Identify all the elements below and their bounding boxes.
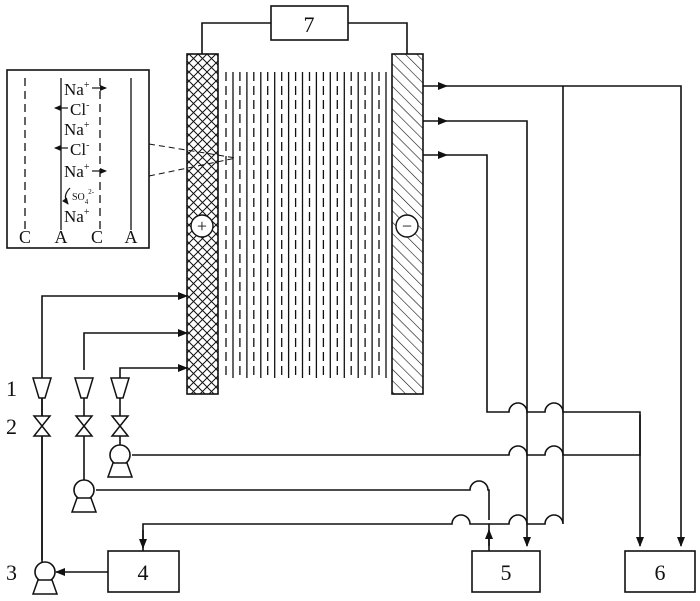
valve-column-1	[31, 377, 59, 595]
inset-detail: C A C A Na+ Cl- Na+ Cl- Na+ SO42- Na+	[6, 69, 237, 249]
label-1: 1	[6, 376, 17, 401]
feed-pipe-1	[41, 292, 188, 560]
label-7: 7	[304, 12, 315, 37]
inset-frame	[6, 69, 150, 249]
ion-na-4: Na+	[64, 207, 90, 226]
ion-sulfate: SO42-	[72, 188, 95, 206]
pump-icon-3	[34, 561, 56, 583]
outlet-pipe-3	[447, 154, 644, 547]
power-supply-7: 7	[201, 5, 408, 54]
ion-na-1: Na+	[64, 80, 90, 99]
membrane-stack	[225, 72, 387, 378]
plus-sign: +	[197, 216, 207, 236]
pump-icon-1	[109, 444, 131, 466]
zoom-line-bottom	[148, 157, 237, 177]
flowmeter-icon-3	[109, 377, 131, 399]
label-2: 2	[6, 414, 17, 439]
cathode-electrode: −	[391, 53, 424, 395]
tank-4: 4	[107, 550, 180, 593]
pump-mid-line	[96, 480, 490, 520]
tank-5: 5	[471, 550, 541, 593]
pump-base-2	[70, 497, 98, 513]
wire-to-cathode	[348, 22, 408, 54]
valve-column-2	[70, 377, 98, 513]
feed-lines	[41, 86, 641, 576]
membrane-label-c1: C	[19, 227, 31, 247]
label-4: 4	[138, 560, 149, 585]
ion-cl-1: Cl-	[70, 100, 89, 119]
valve-icon-2	[74, 415, 94, 437]
negative-terminal-icon	[395, 214, 419, 238]
valve-icon-1	[32, 415, 52, 437]
membrane-label-a2: A	[125, 227, 138, 247]
positive-terminal-icon	[190, 214, 214, 238]
outlet-pipe-1	[447, 85, 685, 547]
ion-cl-2: Cl-	[70, 140, 89, 159]
sulfate-curved-arrow	[62, 187, 71, 205]
valve-column-3	[106, 377, 134, 478]
ion-na-3: Na+	[64, 162, 90, 181]
outlet-pipe-2	[447, 120, 531, 547]
label-6: 6	[655, 560, 666, 585]
anode-electrode: +	[186, 53, 219, 395]
pump-icon-2	[73, 479, 95, 501]
pump-right-line	[132, 415, 641, 456]
tank-6: 6	[624, 550, 696, 593]
membrane-label-c2: C	[91, 227, 103, 247]
label-5: 5	[501, 560, 512, 585]
crossing-return	[489, 86, 564, 525]
minus-sign: −	[402, 216, 412, 236]
feed-pipe-3	[119, 364, 188, 378]
wire-to-anode	[201, 22, 271, 54]
outlet-lines	[423, 82, 685, 547]
pump-base-1	[106, 462, 134, 478]
flowmeter-icon-1	[31, 377, 53, 399]
feed-pipe-2	[83, 329, 188, 370]
flowmeter-icon-2	[73, 377, 95, 399]
zoom-line-top	[148, 143, 237, 159]
tank5-return-line	[142, 514, 490, 551]
ion-na-2: Na+	[64, 120, 90, 139]
valve-icon-3	[110, 415, 130, 437]
label-3: 3	[6, 560, 17, 585]
pump-base-3	[31, 579, 59, 595]
membrane-label-a1: A	[55, 227, 68, 247]
